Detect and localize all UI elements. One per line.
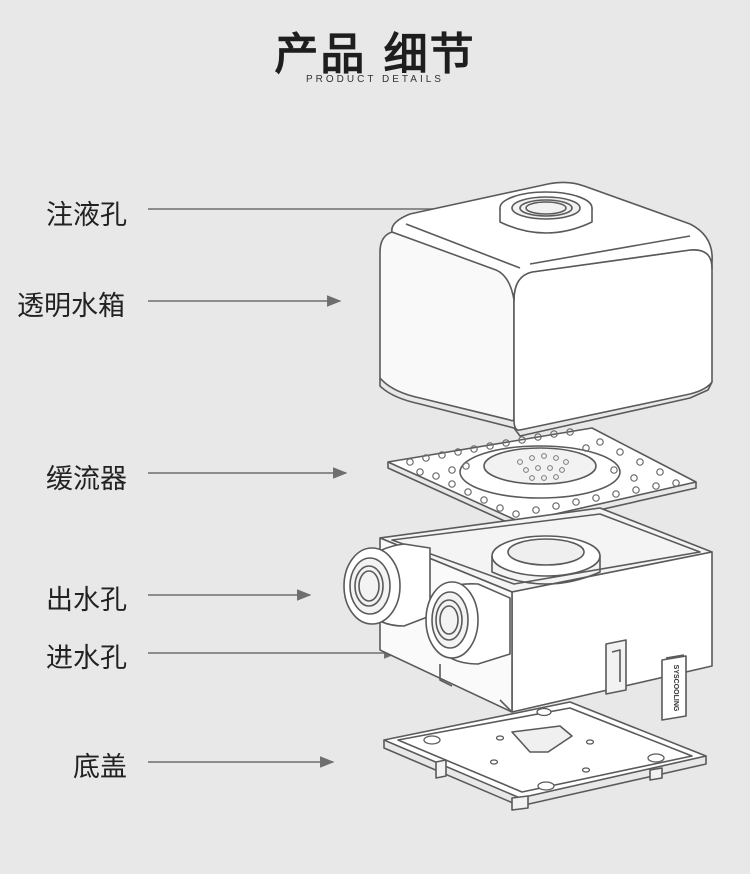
page-subtitle: PRODUCT DETAILS: [306, 74, 444, 85]
pump-body-drawing: [343, 507, 713, 721]
reservoir-drawing: [379, 181, 713, 437]
callout-arrows: [148, 203, 489, 768]
diffuser-drawing: [387, 427, 697, 529]
label-fill-port: 注液孔: [46, 200, 127, 231]
brand-tag-text: SYSCOOLING: [672, 665, 679, 712]
page-title: 产品 细节: [274, 29, 476, 80]
bottom-cover-drawing: [383, 701, 707, 811]
label-outlet: 出水孔: [46, 585, 127, 616]
label-bottom-cover: 底盖: [73, 752, 127, 783]
label-diffuser: 缓流器: [46, 464, 127, 495]
label-reservoir: 透明水箱: [17, 291, 125, 322]
label-inlet: 进水孔: [46, 643, 127, 674]
